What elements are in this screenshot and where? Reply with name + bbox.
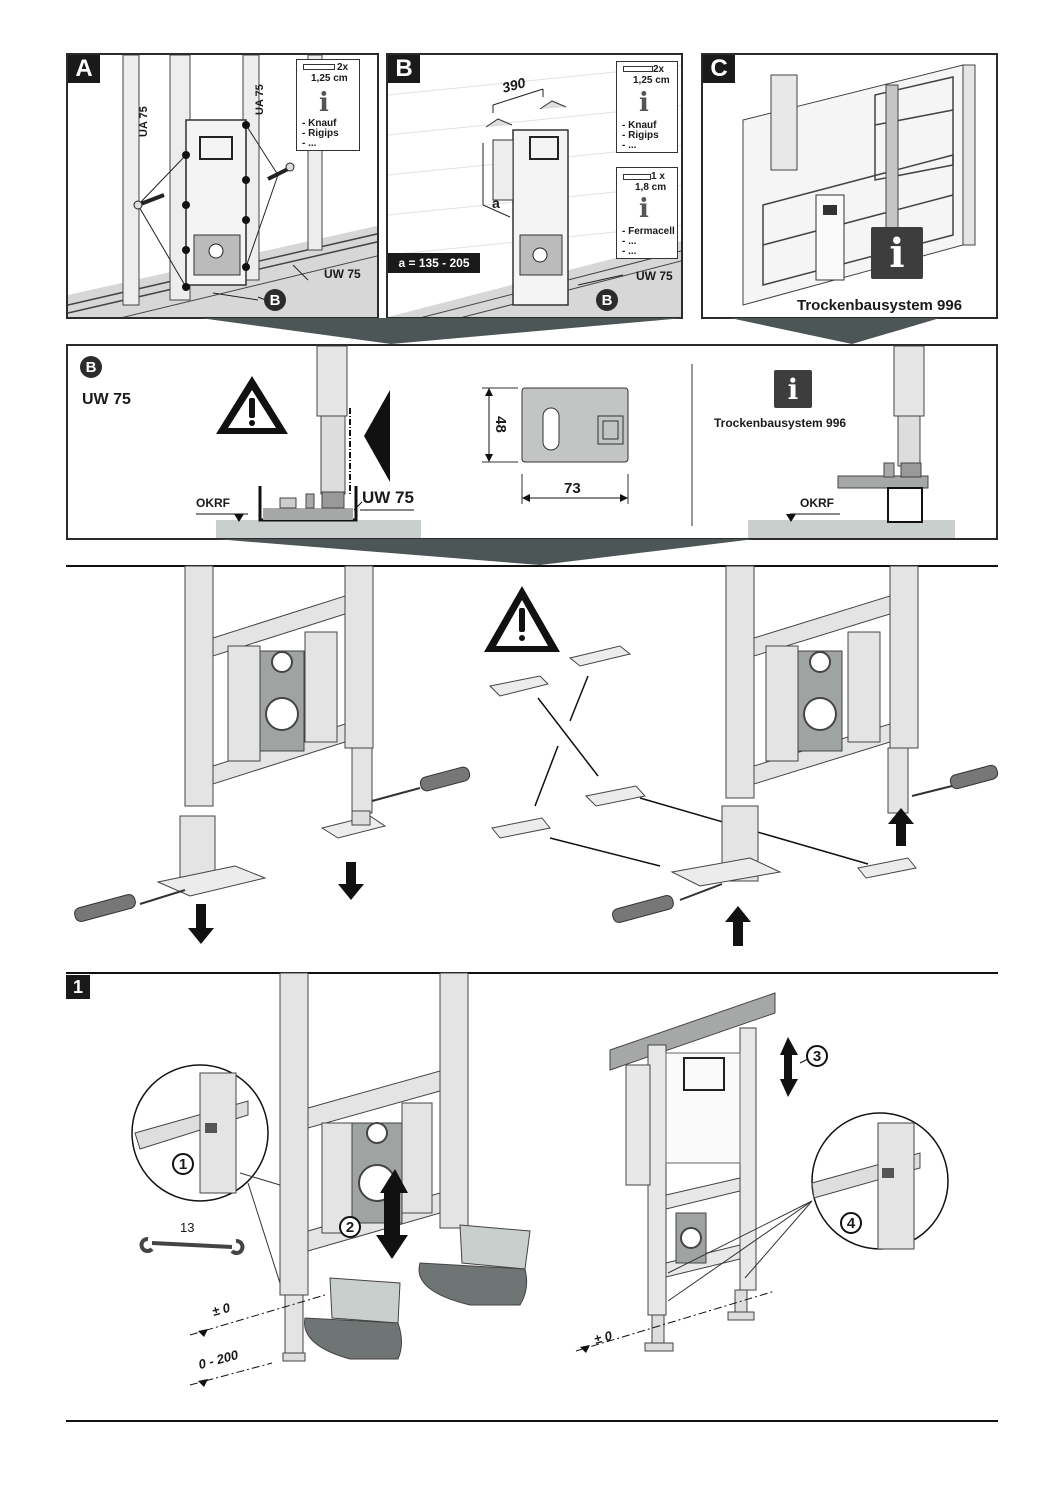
plate-width: 73: [564, 480, 581, 497]
info-icon: i: [319, 88, 329, 118]
note-item: - Fermacell: [622, 226, 675, 237]
track-label: UW 75: [362, 488, 414, 507]
callout-b: B: [80, 356, 102, 378]
stud-label-left: UA 75: [138, 106, 150, 137]
depth-range: a = 135 - 205: [388, 253, 480, 273]
note-thickness: 1,8 cm: [635, 182, 667, 193]
connector-arrow: [215, 539, 755, 565]
panel-b-letter: B: [388, 55, 420, 83]
substep-4: 4: [840, 1212, 862, 1234]
system-label: Trockenbausystem 996: [714, 416, 847, 430]
depth-dimension: a: [492, 195, 500, 211]
panel-b: B 390 a a = 135 - 205 UW 75 B 2x 1,25 cm…: [386, 53, 683, 319]
panel-a: A UA 75 UA 75 UW 75 B 2x 1,25 cm i - Kna…: [66, 53, 379, 319]
detail-title: UW 75: [82, 391, 131, 408]
plate-height: 48: [491, 416, 509, 433]
note-item: - Knauf: [622, 120, 657, 131]
substep-3: 3: [806, 1045, 828, 1067]
detail-b-illustration: [196, 346, 955, 538]
note-item: - ...: [622, 236, 637, 247]
material-note: 2x 1,25 cm i - Knauf - Rigips - ...: [616, 61, 678, 153]
section-divider: [66, 565, 998, 567]
panel-c-letter: C: [703, 55, 735, 83]
section-divider: [66, 1420, 998, 1422]
note-qty: 1 x: [651, 171, 665, 182]
warning-icon: [216, 376, 288, 434]
panel-a-letter: A: [68, 55, 100, 83]
step-number: 1: [66, 975, 90, 999]
note-thickness: 1,25 cm: [311, 73, 348, 84]
info-icon: i: [639, 88, 649, 118]
step1-illustration: [131, 972, 949, 1387]
note-item: - ...: [622, 246, 637, 257]
track-label: UW 75: [636, 269, 673, 283]
callout-b: B: [264, 289, 286, 311]
floor-label-right: OKRF: [800, 496, 834, 510]
foot-section-illustration: [74, 565, 999, 946]
info-icon: i: [774, 370, 812, 408]
note-item: - ...: [622, 140, 637, 151]
info-icon: i: [871, 227, 923, 279]
note-item: - Knauf: [302, 118, 337, 129]
connector-arrow: [200, 318, 940, 344]
wrench-size: 13: [180, 1220, 195, 1235]
info-icon: i: [639, 194, 649, 224]
material-note: 2x 1,25 cm i - Knauf - Rigips - ...: [296, 59, 360, 151]
note-item: - Rigips: [302, 128, 339, 139]
panel-a-illustration: [68, 55, 377, 317]
floor-label-left: OKRF: [196, 496, 230, 510]
stud-label-right: UA 75: [254, 84, 266, 115]
note-item: - Rigips: [622, 130, 659, 141]
track-label: UW 75: [324, 267, 361, 281]
panel-c-illustration: [742, 64, 976, 306]
section-divider: [66, 972, 998, 974]
note-qty: 2x: [653, 64, 665, 75]
callout-b: B: [596, 289, 618, 311]
system-label: Trockenbausystem 996: [797, 297, 963, 314]
note-item: - ...: [302, 138, 317, 149]
material-note: 1 x 1,8 cm i - Fermacell - ... - ...: [616, 167, 678, 259]
detail-b-panel: B UW 75 OKRF UW 75 48 73 i Trockenbausys…: [66, 344, 998, 540]
substep-1: 1: [172, 1153, 194, 1175]
panel-c: C i Trockenbausystem 996: [701, 53, 998, 319]
note-thickness: 1,25 cm: [633, 75, 670, 86]
note-qty: 2x: [337, 62, 349, 73]
substep-2: 2: [339, 1216, 361, 1238]
foot-warning-icon: [484, 586, 560, 652]
